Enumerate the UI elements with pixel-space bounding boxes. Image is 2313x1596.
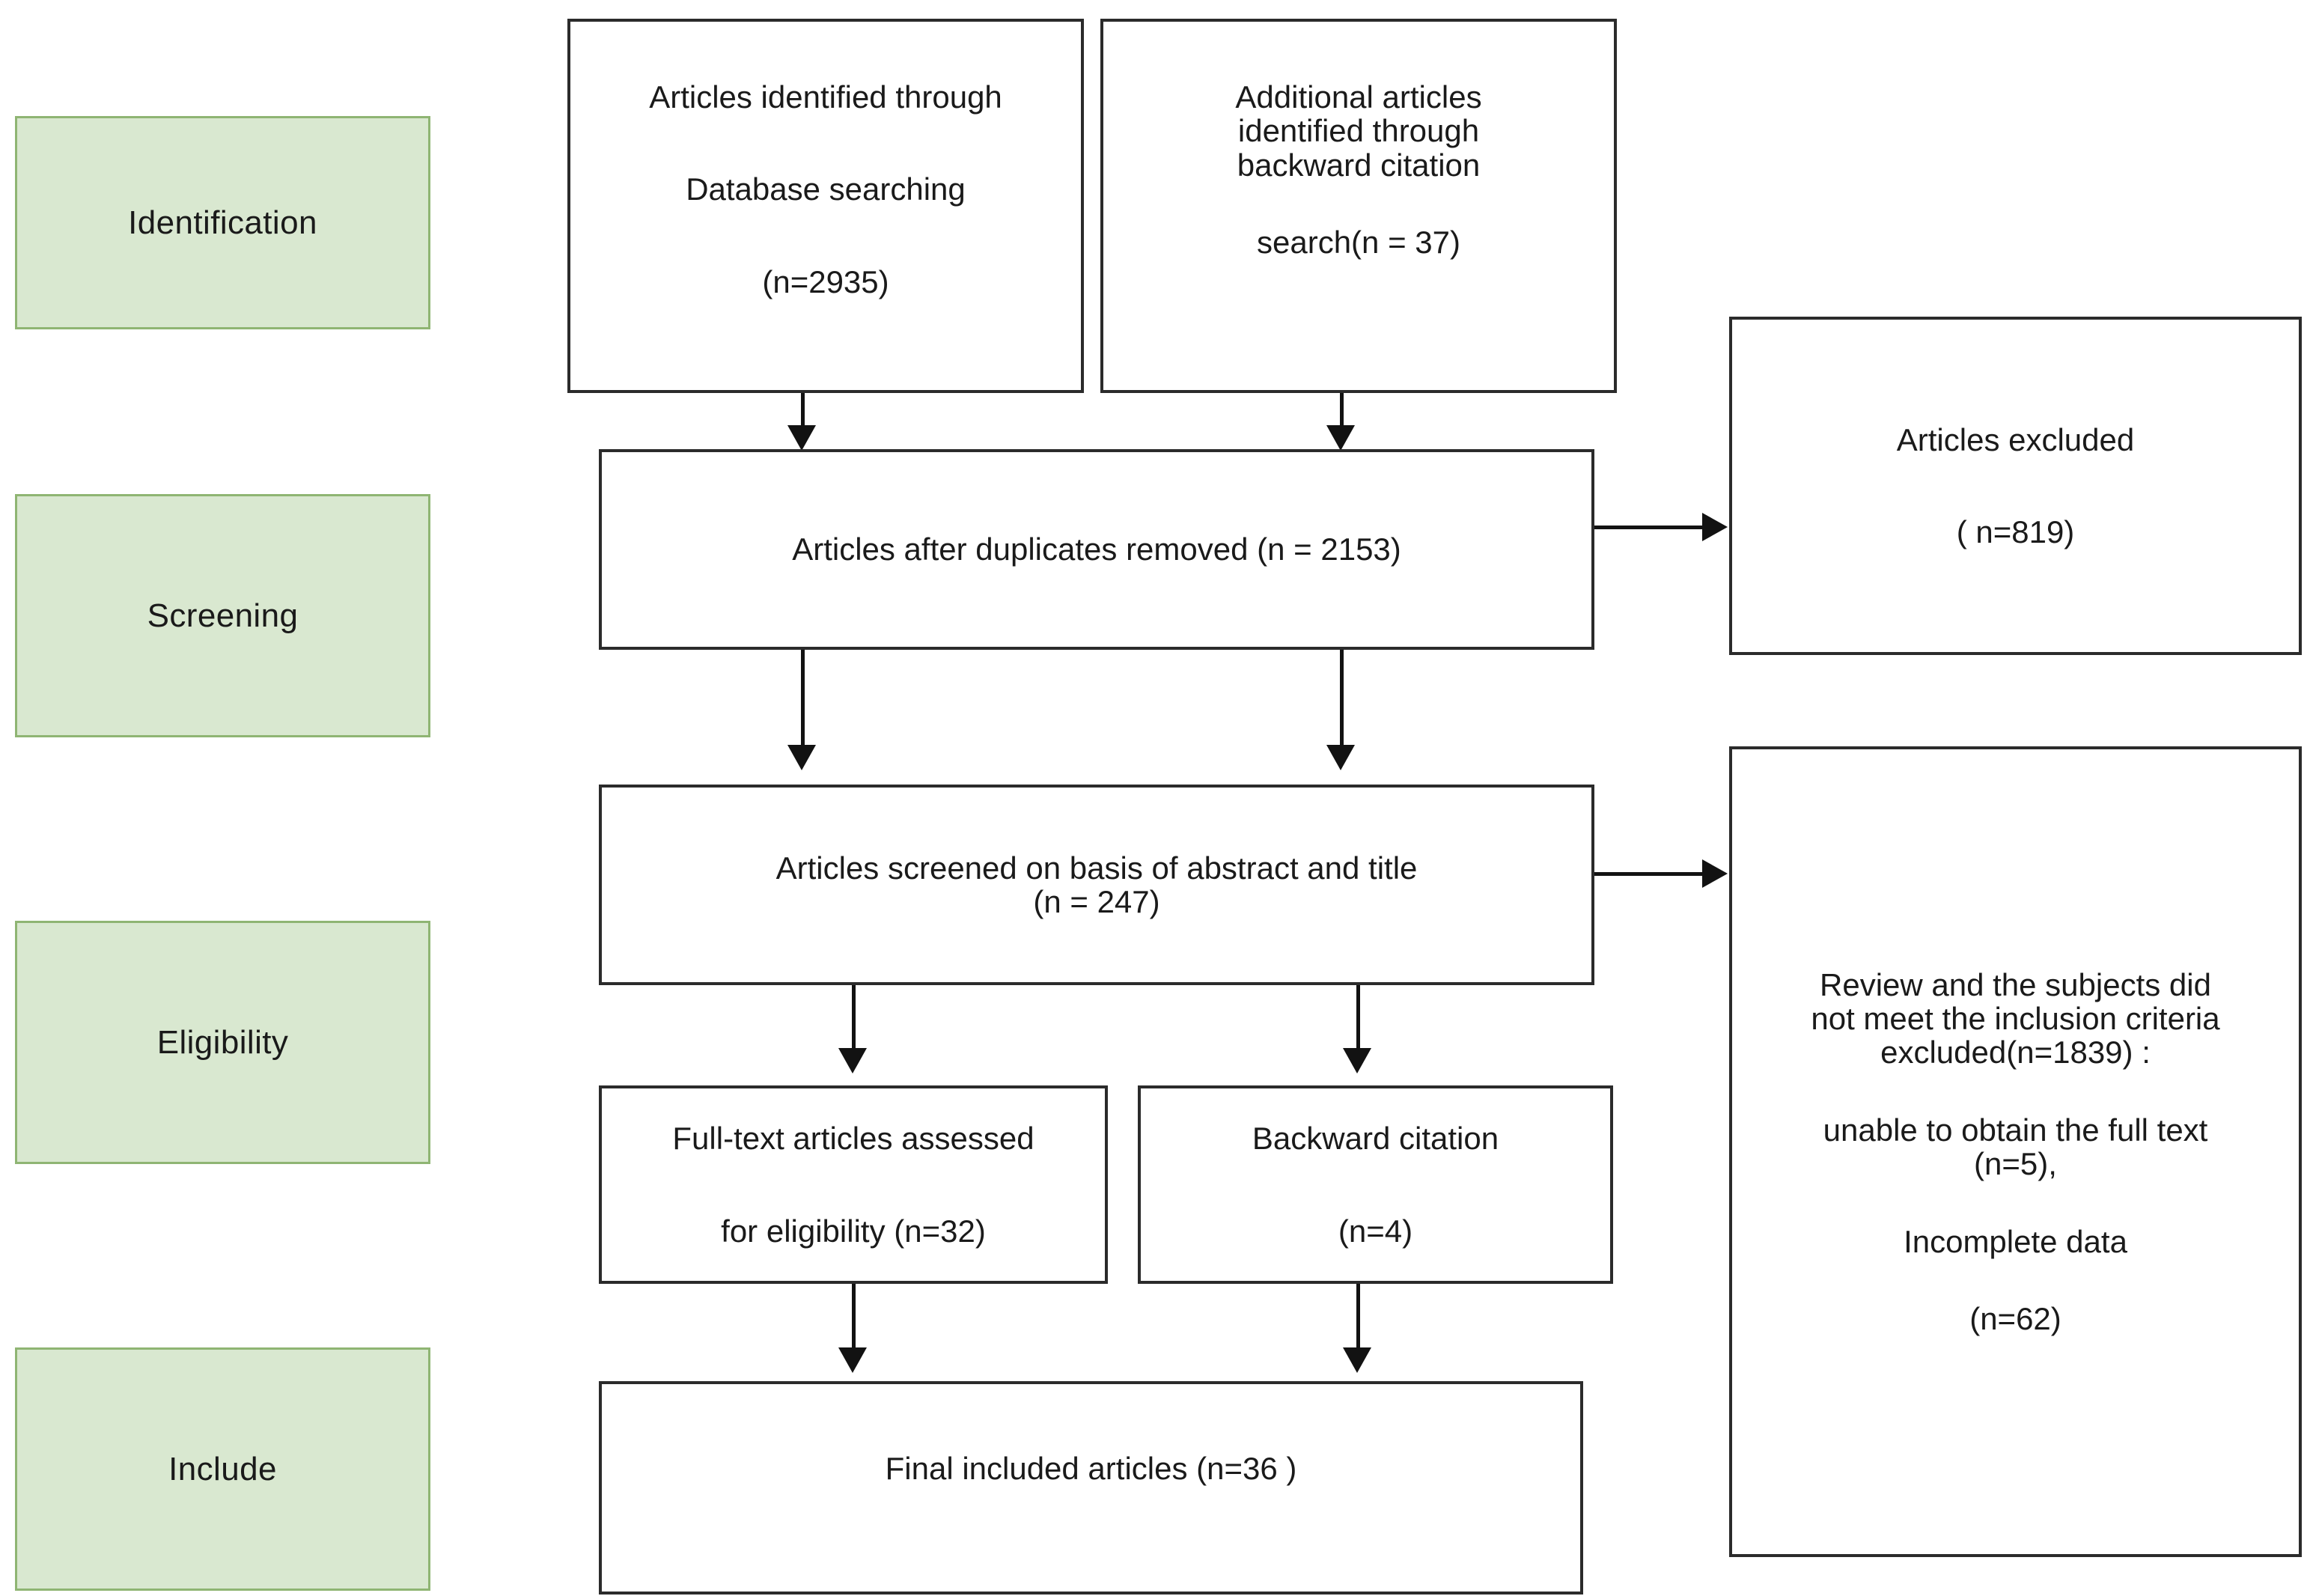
review-excluded-line-2: not meet the inclusion criteria <box>1811 1001 2220 1037</box>
connector-fulltext-to-final-line <box>852 1284 856 1353</box>
screened-count: (n = 247) <box>1033 884 1160 919</box>
final-included-text: Final included articles (n=36 ) <box>885 1451 1297 1486</box>
review-excluded-line-7: (n=62) <box>1969 1300 2061 1336</box>
stage-label-text: Include <box>168 1450 277 1487</box>
backward-citation-search-count: search(n = 37) <box>1257 225 1460 261</box>
box-final-included: Final included articles (n=36 ) <box>599 1381 1583 1595</box>
box-database-search: Articles identified through Database sea… <box>567 19 1084 393</box>
articles-excluded-count: ( n=819) <box>1956 514 2075 549</box>
connector-citation-to-duplicates-line <box>1340 393 1344 430</box>
connector-duplicates-to-excluded-arrow <box>1702 513 1728 541</box>
stage-label-eligibility: Eligibility <box>15 921 430 1164</box>
review-excluded-line-4: unable to obtain the full text <box>1823 1112 2208 1148</box>
articles-excluded-label: Articles excluded <box>1896 421 2135 457</box>
backward-citation-search-line-3: backward citation <box>1237 147 1481 183</box>
review-excluded-line-5: (n=5), <box>1974 1146 2057 1182</box>
connector-duplicates-to-screened-arrow-left <box>787 745 816 770</box>
backward-citation-count: (n=4) <box>1338 1213 1413 1249</box>
connector-fulltext-to-final-arrow <box>838 1347 867 1373</box>
database-search-count: (n=2935) <box>762 264 889 299</box>
connector-citation-to-duplicates-arrow <box>1326 425 1355 451</box>
connector-duplicates-to-screened-line-left <box>801 650 805 751</box>
backward-citation-line-1: Backward citation <box>1252 1121 1499 1157</box>
box-screened-abstract-title: Articles screened on basis of abstract a… <box>599 785 1594 985</box>
full-text-line-1: Full-text articles assessed <box>672 1121 1034 1157</box>
box-articles-excluded: Articles excluded ( n=819) <box>1729 317 2302 655</box>
connector-backward-to-final-arrow <box>1343 1347 1371 1373</box>
connector-database-to-duplicates-line <box>801 393 805 430</box>
stage-label-identification: Identification <box>15 116 430 329</box>
screened-line-1: Articles screened on basis of abstract a… <box>775 850 1418 886</box>
connector-backward-to-final-line <box>1356 1284 1360 1353</box>
stage-label-include: Include <box>15 1347 430 1591</box>
stage-label-text: Identification <box>128 204 317 241</box>
duplicates-removed-text: Articles after duplicates removed (n = 2… <box>792 532 1401 567</box>
review-excluded-line-6: Incomplete data <box>1904 1223 2127 1259</box>
box-backward-citation-search: Additional articles identified through b… <box>1100 19 1617 393</box>
connector-screened-to-review-excluded-arrow <box>1702 859 1728 888</box>
connector-screened-to-backward-arrow <box>1343 1048 1371 1073</box>
connector-screened-to-fulltext-arrow <box>838 1048 867 1073</box>
database-search-line-1: Articles identified through <box>649 79 1002 115</box>
box-duplicates-removed: Articles after duplicates removed (n = 2… <box>599 449 1594 650</box>
stage-label-text: Screening <box>147 597 299 634</box>
box-full-text-assessed: Full-text articles assessed for eligibil… <box>599 1085 1108 1284</box>
connector-duplicates-to-screened-arrow-right <box>1326 745 1355 770</box>
connector-duplicates-to-excluded-line <box>1594 526 1707 529</box>
connector-database-to-duplicates-arrow <box>787 425 816 451</box>
database-search-line-2: Database searching <box>686 171 966 207</box>
stage-label-text: Eligibility <box>156 1023 289 1061</box>
connector-screened-to-fulltext-line <box>852 985 856 1054</box>
box-review-excluded: Review and the subjects did not meet the… <box>1729 746 2302 1557</box>
connector-screened-to-review-excluded-line <box>1594 872 1707 876</box>
box-backward-citation: Backward citation (n=4) <box>1138 1085 1613 1284</box>
connector-screened-to-backward-line <box>1356 985 1360 1054</box>
connector-duplicates-to-screened-line-right <box>1340 650 1344 751</box>
review-excluded-line-3: excluded(n=1839) : <box>1880 1035 2151 1070</box>
stage-label-screening: Screening <box>15 494 430 737</box>
review-excluded-line-1: Review and the subjects did <box>1820 966 2211 1002</box>
backward-citation-search-line-2: identified through <box>1237 113 1480 149</box>
backward-citation-search-line-1: Additional articles <box>1235 79 1482 115</box>
full-text-line-2: for eligibility (n=32) <box>721 1213 986 1249</box>
